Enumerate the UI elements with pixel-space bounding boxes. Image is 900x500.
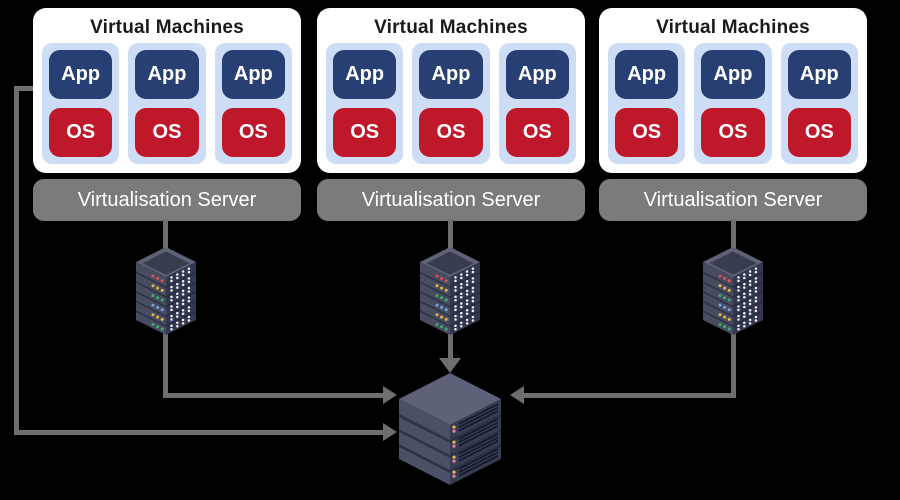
connector-line	[14, 86, 33, 91]
os-box: OS	[701, 108, 765, 157]
app-box: App	[221, 50, 285, 99]
os-box: OS	[787, 108, 851, 157]
vm-instance: App OS	[780, 43, 858, 164]
vm-instance: App OS	[412, 43, 490, 164]
virtualisation-server-bar: Virtualisation Server	[599, 179, 867, 221]
app-box: App	[49, 50, 113, 99]
vm-instance: App OS	[42, 43, 120, 164]
vm-card-title: Virtual Machines	[656, 17, 810, 38]
vm-instance: App OS	[128, 43, 206, 164]
vm-instance: App OS	[498, 43, 576, 164]
app-box: App	[787, 50, 851, 99]
server-rack-icon	[703, 247, 763, 335]
vm-card: Virtual Machines App OS App OS App OS	[33, 8, 301, 173]
arrowhead-right-icon	[383, 423, 397, 441]
vm-columns: App OS App OS App OS	[326, 43, 576, 164]
os-box: OS	[615, 108, 679, 157]
app-box: App	[135, 50, 199, 99]
app-box: App	[505, 50, 569, 99]
os-box: OS	[135, 108, 199, 157]
arrowhead-right-icon	[383, 386, 397, 404]
virtualisation-server-bar: Virtualisation Server	[317, 179, 585, 221]
virtualisation-server-bar: Virtualisation Server	[33, 179, 301, 221]
os-box: OS	[49, 108, 113, 157]
connector-line	[163, 393, 384, 398]
connector-line	[14, 86, 19, 435]
os-box: OS	[221, 108, 285, 157]
app-box: App	[615, 50, 679, 99]
storage-server-icon	[399, 373, 501, 485]
app-box: App	[701, 50, 765, 99]
vm-card: Virtual Machines App OS App OS App OS	[599, 8, 867, 173]
server-rack-icon	[136, 247, 196, 335]
vm-card: Virtual Machines App OS App OS App OS	[317, 8, 585, 173]
vm-columns: App OS App OS App OS	[42, 43, 292, 164]
os-box: OS	[505, 108, 569, 157]
vm-instance: App OS	[214, 43, 292, 164]
app-box: App	[419, 50, 483, 99]
vm-instance: App OS	[608, 43, 686, 164]
connector-line	[14, 430, 384, 435]
app-box: App	[333, 50, 397, 99]
os-box: OS	[333, 108, 397, 157]
connector-line	[524, 393, 736, 398]
os-box: OS	[419, 108, 483, 157]
vm-columns: App OS App OS App OS	[608, 43, 858, 164]
arrowhead-left-icon	[510, 386, 524, 404]
vm-card-title: Virtual Machines	[90, 17, 244, 38]
vm-card-title: Virtual Machines	[374, 17, 528, 38]
vm-instance: App OS	[694, 43, 772, 164]
vm-instance: App OS	[326, 43, 404, 164]
arrowhead-down-icon	[439, 358, 461, 373]
server-rack-icon	[420, 247, 480, 335]
